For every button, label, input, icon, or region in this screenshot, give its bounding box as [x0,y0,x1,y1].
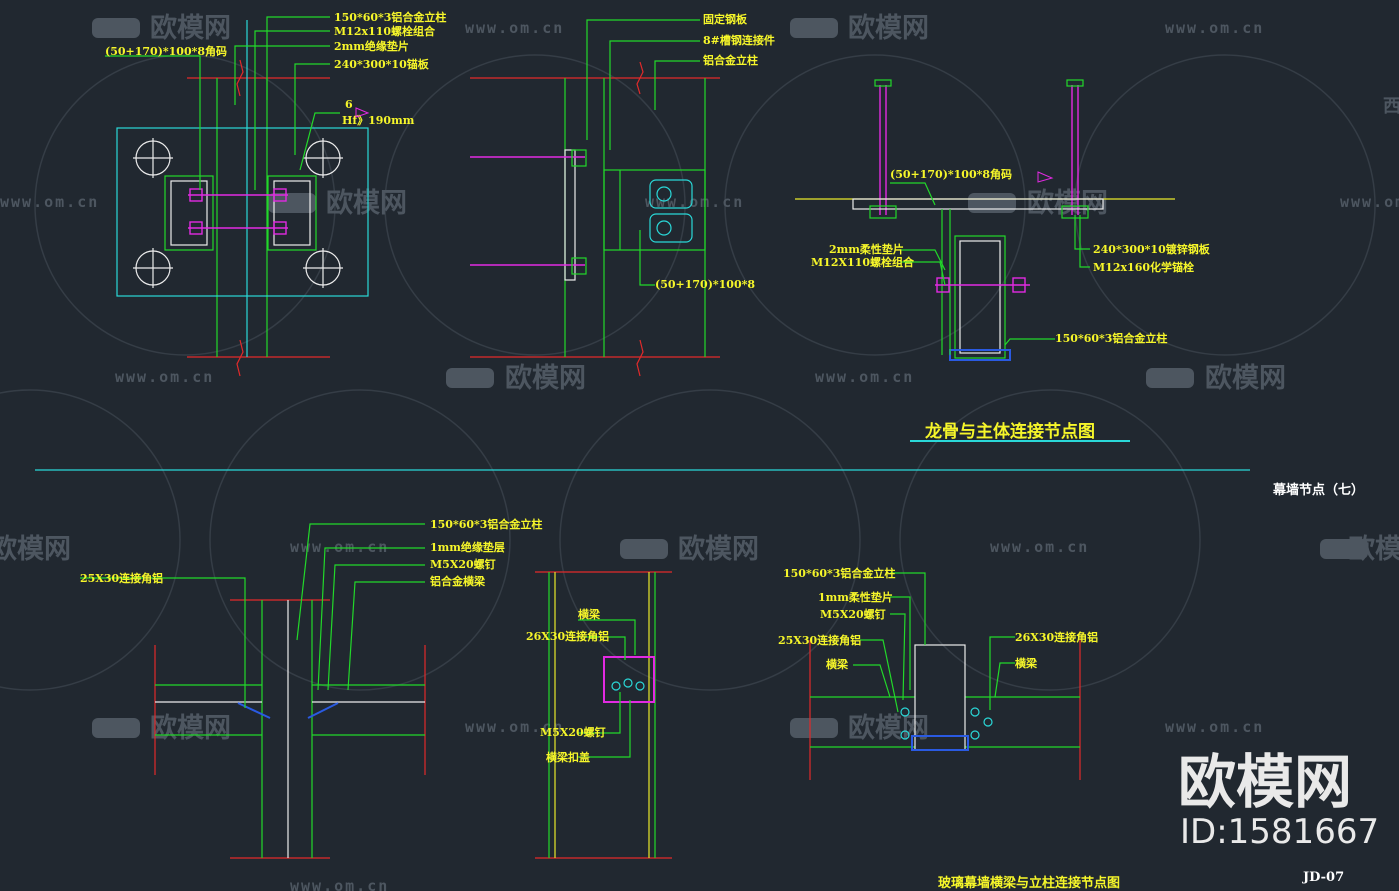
detail-2-side-section: 固定钢板 8#槽钢连接件 铝合金立柱 (50+170)*100*8 [470,12,775,377]
d3-label-column: 150*60*3铝合金立柱 [1055,331,1167,345]
d6-label-angle-right: 26X30连接角铝 [1015,630,1098,644]
watermark-url: www.om.cn [115,368,214,386]
watermark-brand: 欧模网 [505,363,586,394]
watermark-brand: 欧模网 [150,713,231,744]
sheet-number: JD-07 [1302,870,1344,885]
d1-label-gasket: 2mm绝缘垫片 [334,39,409,53]
d6-label-angle-left: 25X30连接角铝 [778,633,861,647]
watermark-url: www.om.cn [465,718,564,736]
d4-label-insulation: 1mm绝缘垫层 [430,540,505,554]
d4-label-column: 150*60*3铝合金立柱 [430,517,542,531]
d4-label-angle: 25X30连接角铝 [80,571,163,585]
bolt-head-icon [649,179,693,243]
d4-label-screw: M5X20螺钉 [430,557,496,571]
d5-label-angle: 26X30连接角铝 [526,629,609,643]
d3-label-gasket: 2mm柔性垫片 [829,242,904,256]
watermark-edge-text: 西 [1383,96,1399,117]
d6-label-screw: M5X20螺钉 [820,607,886,621]
top-drawing-title: 龙骨与主体连接节点图 [924,421,1095,442]
watermark-url: www.om.cn [1165,718,1264,736]
watermark-url: www.om.cn [990,538,1089,556]
screw-icon [611,678,645,691]
d1-weld-size: 6 [345,98,353,111]
watermark-url: www.om.cn [290,877,389,891]
d1-label-column: 150*60*3铝合金立柱 [334,10,446,24]
d2-label-channel: 8#槽钢连接件 [703,33,775,47]
d2-label-fixed-plate: 固定钢板 [703,12,748,26]
d1-label-angle: (50+170)*100*8角码 [105,44,227,58]
watermark-rings [0,54,1376,691]
d5-label-screw: M5X20螺钉 [540,725,606,739]
watermark-url: www.om.cn [1340,193,1399,211]
d6-label-transom-left: 横梁 [826,657,849,671]
d2-label-angle: (50+170)*100*8 [655,278,755,291]
watermark-brand: 欧模网 [150,13,231,44]
watermark-brand: 欧模网 [1205,363,1286,394]
d6-label-column: 150*60*3铝合金立柱 [783,566,895,580]
d6-label-gasket: 1mm柔性垫片 [818,590,893,604]
d1-label-plate: 240*300*10锚板 [334,57,430,71]
watermark-brand: 欧模网 [678,534,759,565]
weld-flag-icon [355,107,370,118]
watermark-big-brand: 欧模网 [1178,748,1352,816]
watermark-url: www.om.cn [1165,19,1264,37]
screw-icon [237,702,339,719]
watermark-url: www.om.cn [645,193,744,211]
d4-label-transom: 铝合金横梁 [430,574,486,588]
detail-3-column-section: (50+170)*100*8角码 2mm柔性垫片 M12X110螺栓组合 240… [795,79,1211,361]
watermark-brand: 欧模网 [326,188,407,219]
detail-1-anchor-plate: 150*60*3铝合金立柱 M12x110螺栓组合 2mm绝缘垫片 240*30… [105,10,446,377]
detail-5-elevation: 横梁 26X30连接角铝 M5X20螺钉 横梁扣盖 [526,571,672,859]
d6-label-transom-right: 横梁 [1015,656,1038,670]
d5-label-cover: 横梁扣盖 [546,750,590,764]
detail-6-plan-joint: 150*60*3铝合金立柱 1mm柔性垫片 M5X20螺钉 25X30连接角铝 … [778,566,1098,780]
watermark-url: www.om.cn [0,193,99,211]
watermark-brand: 欧模网 [1027,188,1108,219]
sofa-logo-icon [92,18,1368,738]
watermark-url: www.om.cn [815,368,914,386]
d1-label-bolt: M12x110螺栓组合 [334,24,436,38]
watermark-brand: 欧模网 [848,713,929,744]
watermark-url: www.om.cn [465,19,564,37]
d3-label-bolt: M12X110螺栓组合 [811,255,915,269]
detail-4-transom-joint: 150*60*3铝合金立柱 1mm绝缘垫层 M5X20螺钉 铝合金横梁 25X3… [80,517,542,859]
wall-node-title: 幕墙节点（七） [1272,482,1364,498]
watermark-layer: www.om.cn www.om.cn www.om.cn www.om.cn … [0,13,1399,891]
weld-flag-icon [1037,171,1054,183]
watermark-id: ID:1581667 [1180,812,1379,852]
d3-label-anchor: M12x160化学锚栓 [1093,260,1194,274]
watermark-url: www.om.cn [290,538,389,556]
d1-weld-length: Hf》190mm [342,114,415,127]
d3-label-angle: (50+170)*100*8角码 [890,167,1012,181]
bottom-drawing-title: 玻璃幕墙横梁与立柱连接节点图 [938,875,1120,891]
watermark-brand: 欧模网 [0,534,71,565]
d3-label-plate: 240*300*10镀锌钢板 [1093,242,1211,256]
d5-label-transom: 横梁 [578,607,601,621]
d2-label-column: 铝合金立柱 [703,53,758,67]
screw-icon [900,707,993,740]
watermark-brand: 欧模网 [848,13,929,44]
